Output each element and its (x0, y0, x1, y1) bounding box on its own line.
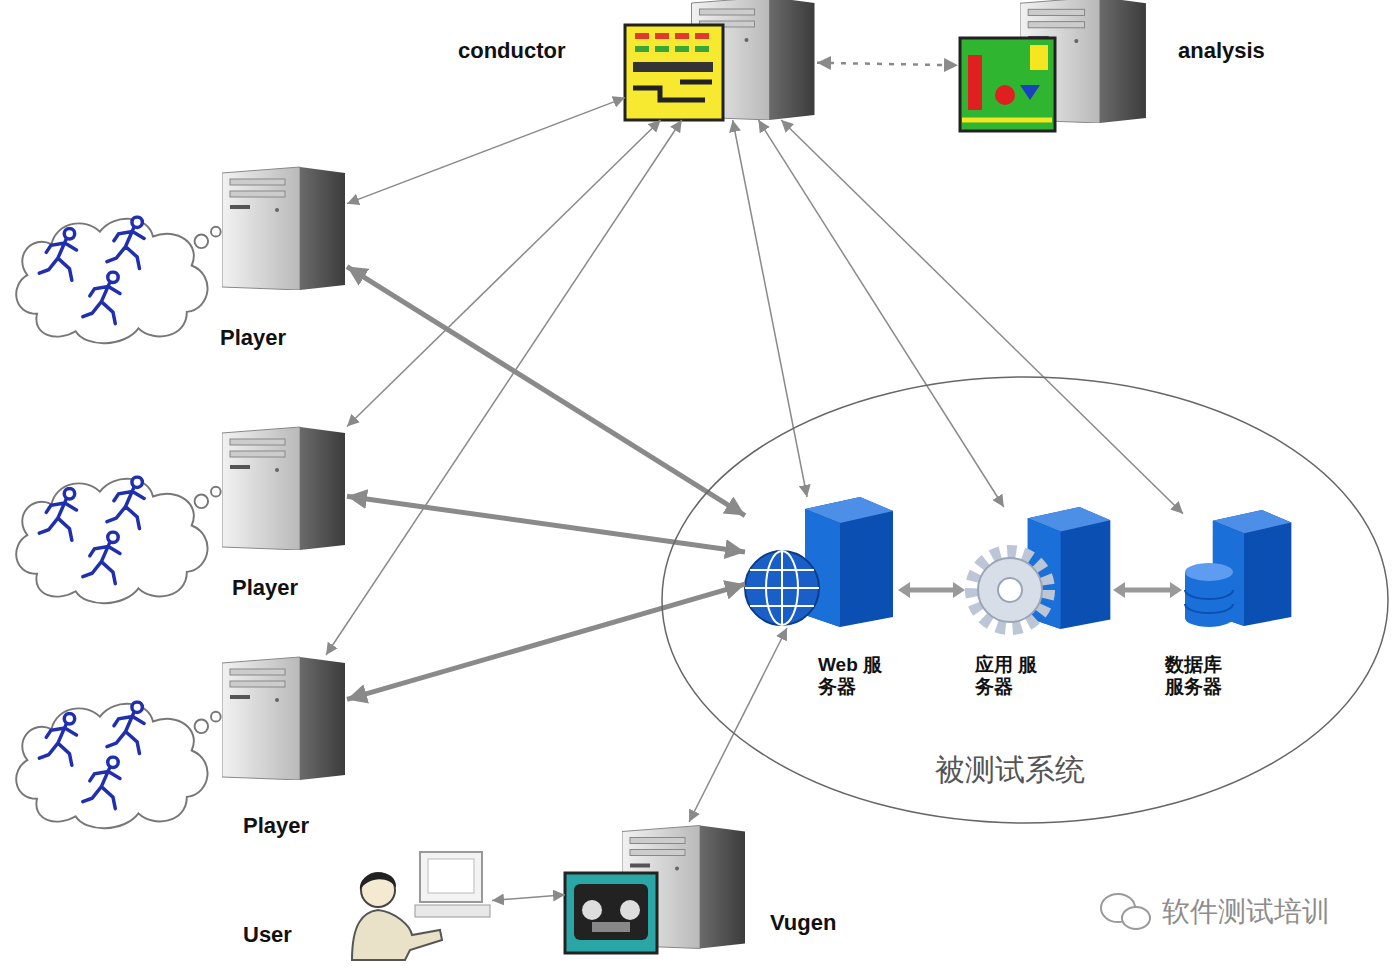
globe-icon (745, 551, 819, 625)
app-server-node: 应用 服务器 (970, 507, 1115, 629)
conductor-screen (625, 25, 723, 120)
player-node: Player (222, 425, 347, 550)
watermark: 软件测试培训 (1162, 893, 1330, 931)
node-label: 数据库 服务器 (1165, 654, 1240, 698)
connector (758, 120, 1003, 507)
conductor-node: conductor (625, 2, 817, 120)
node-label: Player (220, 325, 286, 351)
connector (492, 895, 565, 901)
connector (347, 496, 745, 552)
vugen-node: Vugen (565, 822, 747, 953)
virtual-users-cloud (16, 217, 220, 343)
server-tower (222, 167, 345, 290)
virtual-users-cloud (16, 702, 220, 828)
player-node: Player (222, 165, 347, 290)
node-label: Vugen (770, 910, 836, 936)
player-node: Player (222, 655, 347, 780)
system-under-test: 被测试系统Web 服务器应用 服务器数据库 服务器 (660, 375, 1390, 825)
connector (733, 120, 807, 497)
vugen-screen (565, 873, 657, 953)
node-label: 被测试系统 (935, 752, 1085, 788)
node-label: Web 服务器 (818, 654, 888, 698)
connector (326, 120, 682, 655)
connector (817, 63, 958, 66)
watermark-icon (1101, 894, 1150, 929)
virtual-users-cloud (16, 477, 220, 603)
connector (347, 584, 745, 699)
server-tower (222, 427, 345, 550)
analysis-node: analysis (958, 2, 1146, 132)
node-label: Player (232, 575, 298, 601)
user-figure (352, 852, 490, 960)
server-tower (222, 657, 345, 780)
connector (347, 120, 661, 426)
ellipse-outline (662, 377, 1388, 823)
node-label: Player (243, 813, 309, 839)
connector (347, 98, 625, 204)
db-server-node: 数据库 服务器 (1183, 510, 1294, 626)
web-server-node: Web 服务器 (745, 497, 895, 628)
server-link-arrows (898, 582, 1182, 598)
connector (347, 267, 745, 516)
gear-icon (972, 552, 1048, 628)
database-icon (1185, 563, 1233, 627)
node-label: analysis (1178, 38, 1265, 64)
analysis-screen (960, 38, 1055, 131)
node-label: User (243, 922, 292, 948)
node-label: 应用 服务器 (975, 654, 1045, 698)
node-label: conductor (458, 38, 566, 64)
web-server-box (805, 497, 893, 627)
connector (781, 120, 1183, 514)
user-node: User (350, 850, 492, 962)
connector (689, 628, 787, 822)
